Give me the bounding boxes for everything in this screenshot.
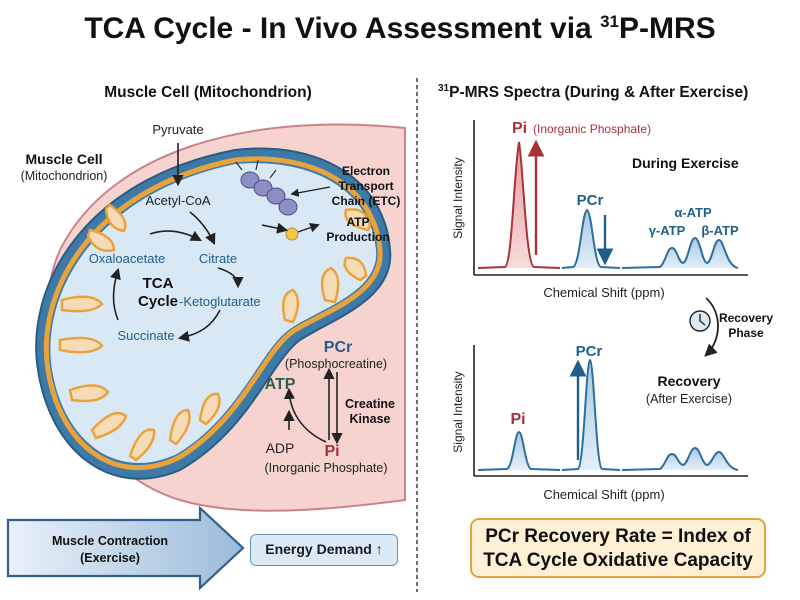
- top-atp-peaks: [621, 236, 739, 269]
- up-arrow-icon: ↑: [375, 541, 383, 557]
- energy-demand-box: Energy Demand ↑: [250, 534, 398, 566]
- etc-label-line1: Electron: [342, 164, 390, 178]
- bottom-pcr-label: PCr: [576, 343, 603, 360]
- pi-label: Pi: [324, 443, 339, 460]
- recovery-phase-line2: Phase: [728, 326, 764, 340]
- gamma-atp-label: γ-ATP: [649, 223, 686, 238]
- alpha-atp-label: α-ATP: [674, 205, 712, 220]
- bottom-xlabel: Chemical Shift (ppm): [543, 487, 664, 502]
- contraction-arrow: [6, 505, 245, 591]
- bottom-pcr-peak: [561, 358, 621, 471]
- tca-label-line1: TCA: [143, 275, 174, 292]
- pi-sublabel: (Inorganic Phosphate): [265, 461, 388, 475]
- beta-atp-label: β-ATP: [701, 223, 739, 238]
- adp-label: ADP: [266, 440, 295, 456]
- cristae: [58, 203, 372, 462]
- energy-demand-label: Energy Demand: [265, 541, 372, 557]
- succinate-label: Succinate: [117, 328, 174, 343]
- top-state-label: During Exercise: [632, 155, 739, 171]
- outcome-line1: PCr Recovery Rate = Index of: [485, 526, 751, 547]
- bottom-pi-peak: [477, 430, 561, 471]
- top-pcr-label: PCr: [577, 192, 604, 209]
- oxaloacetate-label: Oxaloacetate: [89, 251, 166, 266]
- outcome-box: PCr Recovery Rate = Index of TCA Cycle O…: [470, 518, 766, 578]
- pyruvate-label: Pyruvate: [152, 122, 203, 137]
- top-xlabel: Chemical Shift (ppm): [543, 285, 664, 300]
- page-title: TCA Cycle - In Vivo Assessment via 31P-M…: [84, 12, 716, 45]
- ketoglutarate-label: -Ketoglutarate: [179, 294, 261, 309]
- right-heading: 31P-MRS Spectra (During & After Exercise…: [438, 83, 748, 101]
- top-pcr-peak: [561, 208, 621, 269]
- etc-label-line3: Chain (ETC): [332, 194, 401, 208]
- bottom-state-sublabel: (After Exercise): [646, 392, 732, 406]
- cell-sublabel: (Mitochondrion): [21, 169, 108, 183]
- bottom-pi-label: Pi: [510, 411, 525, 428]
- etc-complex: [235, 159, 298, 216]
- tca-label-line2: Cycle: [138, 293, 178, 310]
- recovery-phase-line1: Recovery: [719, 311, 773, 325]
- citrate-label: Citrate: [199, 251, 237, 266]
- acetyl-coa-label: Acetyl-CoA: [145, 193, 210, 208]
- atp-synthase-icon: [285, 227, 299, 241]
- contraction-label-line2: (Exercise): [80, 551, 140, 565]
- bottom-atp-peaks: [621, 446, 739, 471]
- top-pi-peak: [477, 141, 561, 269]
- creatine-kinase-line2: Kinase: [350, 412, 391, 426]
- top-pi-label: Pi: [512, 120, 527, 137]
- cell-label: Muscle Cell: [25, 151, 102, 167]
- atp-label: ATP: [265, 376, 296, 393]
- top-pi-sublabel: (Inorganic Phosphate): [533, 122, 651, 136]
- pcr-label: PCr: [324, 339, 352, 356]
- left-heading: Muscle Cell (Mitochondrion): [104, 84, 312, 101]
- creatine-kinase-line1: Creatine: [345, 397, 395, 411]
- atp-production-line1: ATP: [346, 215, 369, 229]
- etc-label-line2: Transport: [338, 179, 393, 193]
- mitochondrion-inner-membrane: [43, 156, 383, 471]
- bottom-spectrum-axes: [473, 345, 748, 477]
- pcr-sublabel: (Phosphocreatine): [285, 357, 387, 371]
- bottom-ylabel: Signal Intensity: [451, 371, 465, 452]
- top-ylabel: Signal Intensity: [451, 157, 465, 238]
- outcome-line2: TCA Cycle Oxidative Capacity: [483, 550, 753, 571]
- contraction-label-line1: Muscle Contraction: [52, 534, 168, 548]
- atp-production-line2: Production: [326, 230, 389, 244]
- top-spectrum-axes: [473, 120, 748, 276]
- bottom-state-label: Recovery: [657, 373, 720, 389]
